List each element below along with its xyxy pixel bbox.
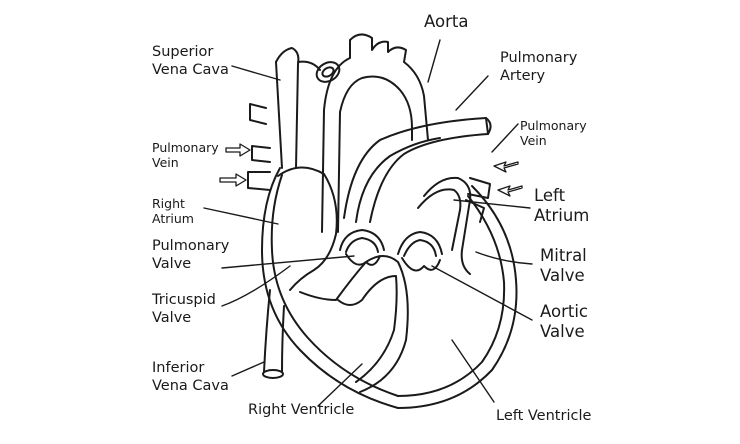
pulmonary-vein-left-shape xyxy=(247,103,271,191)
heart-outline xyxy=(261,167,518,409)
label-tricuspid-valve: Tricuspid Valve xyxy=(152,292,216,326)
pulmonary-valve-shape xyxy=(339,229,385,266)
leader-superior-vena-cava xyxy=(231,65,281,81)
aortic-valve-shape xyxy=(397,231,443,272)
inferior-vena-cava-shape xyxy=(262,289,285,379)
label-mitral-valve: Mitral Valve xyxy=(540,246,587,286)
label-left-atrium: Left Atrium xyxy=(534,186,590,226)
label-pulmonary-vein-right: Pulmonary Vein xyxy=(520,118,587,149)
label-pulmonary-valve: Pulmonary Valve xyxy=(152,238,230,272)
label-pulmonary-vein-left: Pulmonary Vein xyxy=(152,140,219,171)
leader-right-atrium xyxy=(203,207,279,225)
leader-tricuspid-valve xyxy=(221,265,291,307)
leader-lines xyxy=(203,39,533,407)
label-left-ventricle: Left Ventricle xyxy=(496,408,592,424)
label-superior-vena-cava: Superior Vena Cava xyxy=(152,44,229,78)
leader-aorta xyxy=(427,39,441,83)
leader-inferior-vena-cava xyxy=(231,361,265,377)
label-right-atrium: Right Atrium xyxy=(152,196,194,227)
label-inferior-vena-cava: Inferior Vena Cava xyxy=(152,360,229,394)
pulmonary-vein-arrow-right-top xyxy=(493,161,519,173)
leader-aortic-valve xyxy=(431,265,533,321)
pulmonary-vein-arrow-right-bottom xyxy=(497,185,523,197)
leader-left-ventricle xyxy=(451,339,495,403)
pulmonary-vein-arrow-left-bottom xyxy=(219,173,247,187)
label-right-ventricle: Right Ventricle xyxy=(248,402,355,418)
label-aortic-valve: Aortic Valve xyxy=(540,302,589,342)
label-aorta: Aorta xyxy=(424,12,469,31)
pulmonary-vein-arrow-left-top xyxy=(225,143,251,157)
superior-vena-cava-shape xyxy=(275,47,321,169)
leader-right-ventricle xyxy=(317,363,363,407)
leader-left-atrium xyxy=(453,199,531,209)
leader-pulmonary-artery xyxy=(455,75,489,111)
pulmonary-artery-shape xyxy=(343,117,492,223)
left-atrium-wall xyxy=(423,176,472,275)
septum xyxy=(299,255,409,393)
leader-mitral-valve xyxy=(475,251,533,265)
label-pulmonary-artery: Pulmonary Artery xyxy=(500,50,578,84)
aorta-shape xyxy=(315,33,429,233)
leader-pulmonary-valve xyxy=(221,255,355,269)
right-atrium-wall xyxy=(277,166,338,291)
leader-pulmonary-vein-right xyxy=(491,123,519,153)
